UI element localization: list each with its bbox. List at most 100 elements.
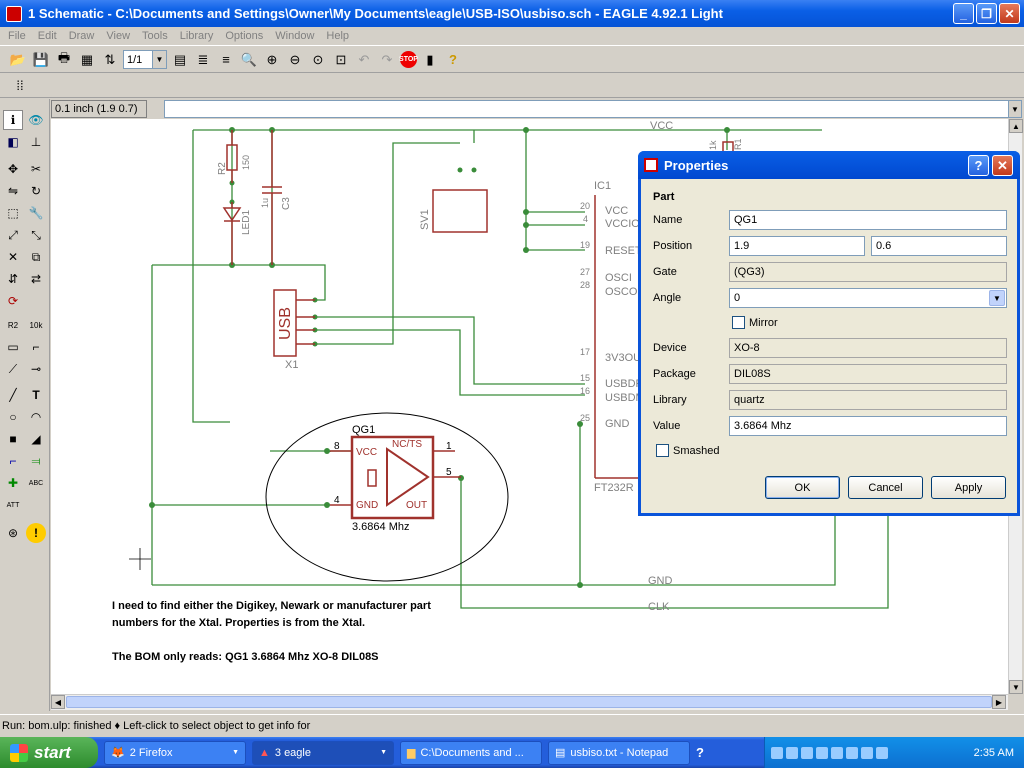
scroll-right-icon[interactable]: ▶	[992, 695, 1006, 709]
value-field[interactable]: 3.6864 Mhz	[729, 416, 1007, 436]
name-field[interactable]: QG1	[729, 210, 1007, 230]
circle-icon[interactable]: ○	[9, 410, 17, 424]
task-eagle[interactable]: ▲3 eagle▼	[252, 740, 394, 765]
zoom-in-icon[interactable]: ⊕	[266, 51, 278, 67]
pinswap-icon[interactable]: ⇵	[7, 272, 19, 286]
invoke-icon[interactable]: ⊸	[30, 362, 42, 376]
maximize-button[interactable]: ❐	[976, 3, 997, 24]
close-button[interactable]: ✕	[999, 3, 1020, 24]
name-icon[interactable]: R2	[7, 320, 19, 330]
dialog-close-button[interactable]: ✕	[992, 155, 1013, 176]
help-icon[interactable]: ?	[449, 52, 457, 67]
command-line-input[interactable]	[164, 100, 1010, 118]
info-icon[interactable]: ℹ	[3, 110, 23, 130]
copy-icon[interactable]: ✂	[30, 162, 42, 176]
position-y-field[interactable]: 0.6	[871, 236, 1007, 256]
polygon-icon[interactable]: ◢	[31, 432, 41, 446]
wire-icon[interactable]: ╱	[9, 388, 17, 402]
zoom-select-icon[interactable]: ⊡	[335, 51, 347, 67]
undo-icon[interactable]: ↶	[358, 51, 370, 67]
ulp-icon[interactable]: ≡	[222, 52, 230, 67]
menu-tools[interactable]: Tools	[142, 30, 168, 42]
help-icon[interactable]: ?	[696, 745, 704, 760]
menu-view[interactable]: View	[106, 30, 131, 42]
grid-icon[interactable]: ⁞⁞	[16, 78, 24, 93]
replace-icon[interactable]: ⟳	[7, 294, 19, 308]
schematic-canvas[interactable]: VCC GND CLK R2 150 LED1 1u C3 SV1 X1 IC1…	[51, 119, 1008, 694]
dialog-help-button[interactable]: ?	[968, 155, 989, 176]
position-x-field[interactable]: 1.9	[729, 236, 865, 256]
junction-icon[interactable]: ✚	[7, 476, 19, 490]
miter-icon[interactable]: ⌐	[32, 340, 40, 354]
errors-icon[interactable]: !	[26, 523, 46, 543]
stop-icon[interactable]: STOP	[399, 51, 418, 68]
attribute-icon[interactable]: ATT	[6, 501, 20, 509]
redo-icon[interactable]: ↷	[381, 51, 393, 67]
menu-library[interactable]: Library	[179, 30, 214, 42]
zoom-fit-icon[interactable]: 🔍	[240, 51, 258, 67]
messenger-icon[interactable]	[801, 746, 813, 759]
apply-button[interactable]: Apply	[931, 476, 1006, 499]
gateswap-icon[interactable]: ⇄	[30, 272, 42, 286]
script-icon[interactable]: ≣	[197, 51, 209, 67]
rect-icon[interactable]: ■	[9, 432, 17, 446]
scroll-left-icon[interactable]: ◀	[51, 695, 65, 709]
net-icon[interactable]: ⫤	[31, 453, 41, 468]
chevron-down-icon[interactable]: ▼	[1008, 100, 1022, 118]
scroll-down-icon[interactable]: ▼	[1009, 680, 1023, 694]
go-icon[interactable]: ▮	[426, 51, 434, 67]
smashed-checkbox[interactable]	[656, 444, 669, 457]
save-icon[interactable]: 💾	[32, 51, 50, 67]
mirror-icon[interactable]: ⇋	[7, 184, 19, 198]
board-switch-icon[interactable]: ⇅	[104, 51, 116, 67]
cancel-button[interactable]: Cancel	[848, 476, 923, 499]
menu-options[interactable]: Options	[225, 30, 264, 42]
cut-icon[interactable]: ⤡	[31, 227, 41, 242]
start-button[interactable]: start	[0, 737, 98, 768]
mark-icon[interactable]: ⊥	[30, 135, 42, 149]
menu-file[interactable]: File	[8, 30, 26, 42]
menu-draw[interactable]: Draw	[68, 30, 95, 42]
angle-select[interactable]: 0▼	[729, 288, 1007, 308]
mirror-checkbox[interactable]	[732, 316, 745, 329]
smash-icon[interactable]: ▭	[7, 340, 19, 354]
add-icon[interactable]: ⧉	[31, 249, 41, 264]
group-icon[interactable]: ⬚	[7, 206, 19, 220]
horizontal-scrollbar[interactable]: ◀ ▶	[51, 694, 1008, 710]
minimize-button[interactable]: _	[953, 3, 974, 24]
library-icon[interactable]: ▤	[173, 51, 187, 67]
split-icon[interactable]: ⟋	[8, 361, 18, 376]
volume-icon[interactable]	[786, 746, 798, 759]
security-icon[interactable]	[831, 746, 843, 759]
print-icon[interactable]: 🖶	[57, 49, 71, 65]
change-icon[interactable]: 🔧	[28, 206, 44, 220]
zoom-out-icon[interactable]: ⊖	[289, 51, 301, 67]
paste-icon[interactable]: ⤢	[8, 227, 18, 242]
move-icon[interactable]: ✥	[7, 162, 19, 176]
menu-edit[interactable]: Edit	[37, 30, 57, 42]
sheet-select[interactable]: 1/1▼	[123, 50, 167, 69]
show-icon[interactable]: 👁	[28, 113, 44, 127]
open-icon[interactable]: 📂	[9, 51, 27, 67]
task-firefox[interactable]: 🦊2 Firefox▼	[104, 740, 246, 765]
bus-icon[interactable]: ⌐	[9, 454, 17, 468]
erc-icon[interactable]: ⊛	[7, 526, 19, 540]
value-icon[interactable]: 10k	[29, 320, 43, 330]
ok-button[interactable]: OK	[765, 476, 840, 499]
printer-icon[interactable]	[816, 746, 828, 759]
scroll-up-icon[interactable]: ▲	[1009, 119, 1023, 133]
panda-icon[interactable]	[861, 746, 873, 759]
menu-window[interactable]: Window	[275, 30, 315, 42]
rotate-icon[interactable]: ↻	[30, 184, 42, 198]
text-icon[interactable]: T	[32, 388, 40, 402]
update-icon[interactable]	[846, 746, 858, 759]
cam-icon[interactable]: ▦	[80, 51, 94, 67]
scroll-thumb[interactable]	[66, 696, 992, 708]
display-icon[interactable]	[876, 746, 888, 759]
redraw-icon[interactable]: ⊙	[312, 51, 324, 67]
task-notepad[interactable]: ▤usbiso.txt - Notepad	[548, 740, 690, 765]
task-explorer[interactable]: ▆C:\Documents and ...	[400, 740, 542, 765]
label-icon[interactable]: ABC	[28, 479, 44, 487]
display-icon[interactable]: ◧	[7, 135, 19, 149]
menu-help[interactable]: Help	[326, 30, 350, 42]
